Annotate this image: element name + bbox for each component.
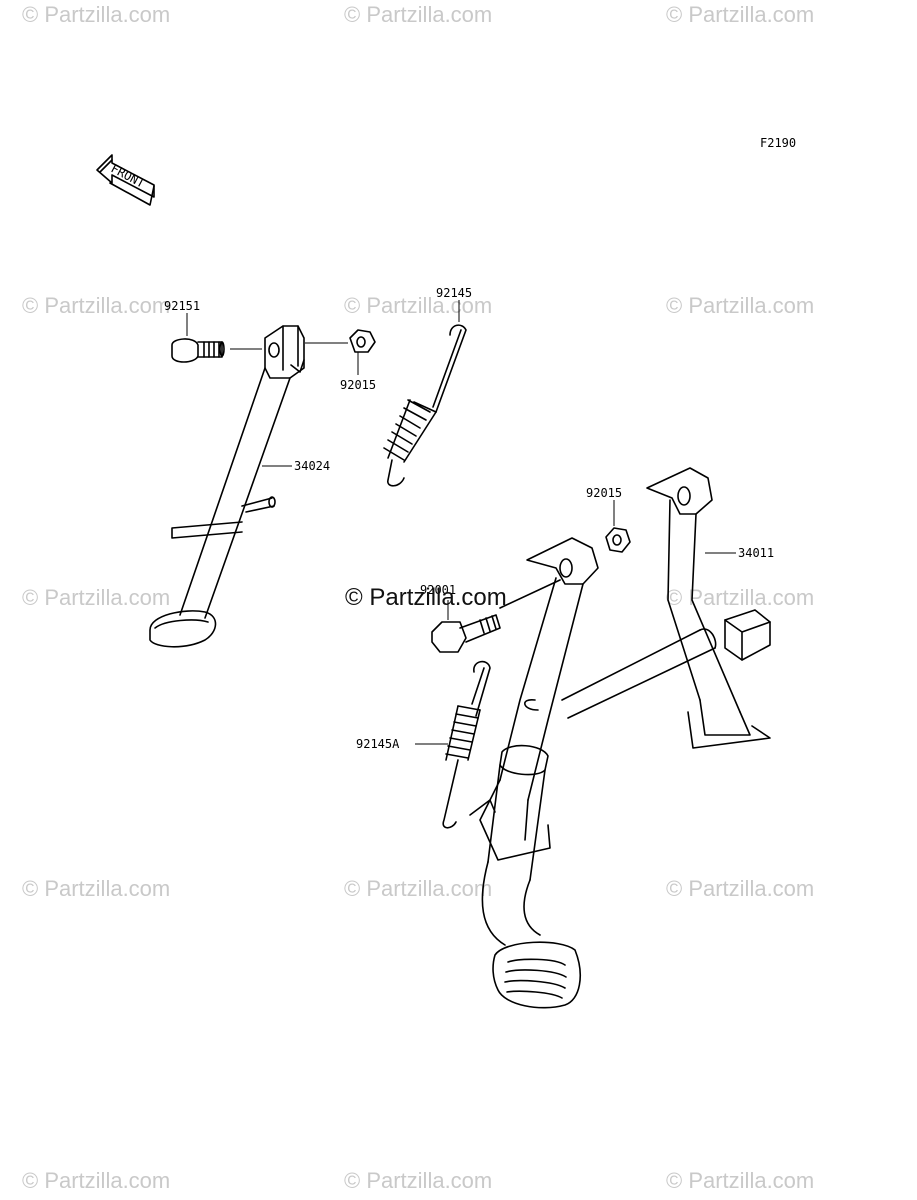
watermark: © Partzilla.com: [666, 1168, 815, 1193]
side-stand: [149, 325, 305, 648]
label-92145a: 92145A: [356, 737, 400, 751]
watermark: © Partzilla.com: [22, 876, 171, 901]
watermark: © Partzilla.com: [344, 876, 493, 901]
nut-92015-upper: [349, 329, 376, 353]
watermark: © Partzilla.com: [344, 2, 493, 27]
watermark: © Partzilla.com: [22, 1168, 171, 1193]
spring-92145a: [442, 660, 491, 829]
label-34011: 34011: [738, 546, 774, 560]
watermark: © Partzilla.com: [344, 1168, 493, 1193]
label-92015-upper: 92015: [340, 378, 376, 392]
watermark: © Partzilla.com: [344, 293, 493, 318]
watermark: © Partzilla.com: [666, 876, 815, 901]
label-34024: 34024: [294, 459, 330, 473]
label-92001: 92001: [420, 583, 456, 597]
label-92015-lower: 92015: [586, 486, 622, 500]
center-stand: [469, 467, 771, 1009]
label-92151: 92151: [164, 299, 200, 313]
spring-92145: [383, 324, 467, 487]
label-92145: 92145: [436, 286, 472, 300]
watermark: © Partzilla.com: [666, 293, 815, 318]
watermark: © Partzilla.com: [22, 2, 171, 27]
bolt-92001: [431, 579, 561, 653]
figure-code: F2190: [760, 136, 796, 150]
watermark: © Partzilla.com: [22, 293, 171, 318]
watermark: © Partzilla.com: [22, 585, 171, 610]
center-watermark: © Partzilla.com: [345, 584, 507, 611]
watermark: © Partzilla.com: [666, 585, 815, 610]
watermark: © Partzilla.com: [666, 2, 815, 27]
bolt-92151: [171, 338, 225, 363]
front-arrow-icon: FRONT: [96, 154, 155, 206]
nut-92015-lower: [605, 527, 631, 553]
